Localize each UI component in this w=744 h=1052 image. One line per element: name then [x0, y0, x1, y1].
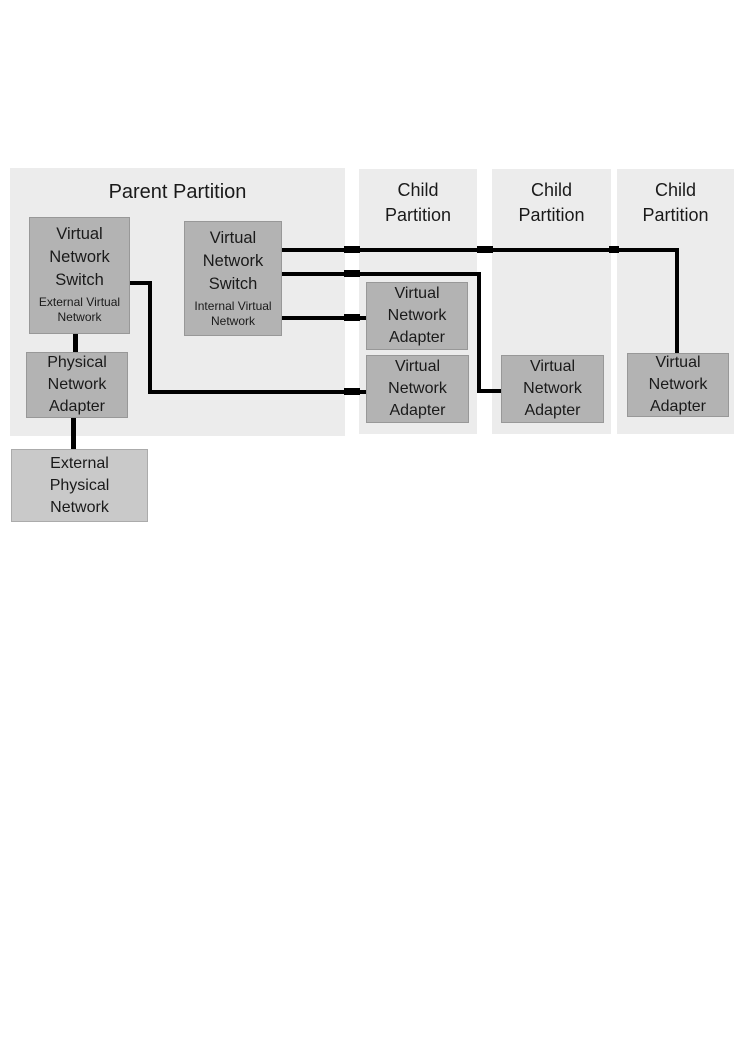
node-title: Virtual Network Switch [202, 229, 264, 293]
external-virtual-network-switch: Virtual Network Switch External Virtual … [29, 217, 130, 334]
connector-internal-switch-to-child2-vertical [477, 272, 481, 393]
connector-internal-switch-to-child1-top-adapter [282, 316, 367, 320]
virtual-network-adapter-child3: Virtual Network Adapter [627, 353, 729, 417]
virtual-network-adapter-child1-bottom: Virtual Network Adapter [366, 355, 469, 423]
connector-joint [344, 314, 360, 321]
connector-joint [344, 270, 360, 277]
physical-network-adapter: Physical Network Adapter [26, 352, 128, 418]
node-subtitle: External Virtual Network [38, 295, 121, 324]
node-title: Virtual Network Adapter [388, 358, 447, 419]
internal-virtual-network-switch: Virtual Network Switch Internal Virtual … [184, 221, 282, 336]
node-title: Virtual Network Switch [49, 225, 110, 289]
connector-external-switch-to-child1-bottom-adapter [148, 390, 367, 394]
node-subtitle: Internal Virtual Network [194, 299, 272, 328]
connector-external-switch-elbow-top [128, 281, 152, 285]
child-partition-3-title: Child Partition [642, 180, 709, 225]
connector-external-switch-elbow-vertical [148, 281, 152, 392]
connector-internal-switch-to-child3-vertical [675, 248, 679, 354]
connector-joint [344, 388, 360, 395]
node-title: Virtual Network Adapter [648, 354, 708, 415]
child-partition-1-title: Child Partition [384, 180, 452, 225]
external-physical-network: External Physical Network [11, 449, 148, 522]
connector-physical-adapter-to-external-network [71, 418, 76, 450]
parent-partition-title: Parent Partition [108, 181, 247, 203]
connector-external-switch-to-physical-adapter [73, 334, 78, 353]
connector-joint [477, 246, 493, 253]
node-title: External Physical Network [49, 454, 110, 516]
virtual-network-adapter-child2: Virtual Network Adapter [501, 355, 604, 423]
connector-joint [344, 246, 360, 253]
connector-joint [609, 246, 619, 253]
node-title: Physical Network Adapter [47, 354, 107, 415]
virtual-network-adapter-child1-top: Virtual Network Adapter [366, 282, 468, 350]
node-title: Virtual Network Adapter [387, 285, 447, 346]
child-partition-2-title: Child Partition [518, 180, 585, 225]
node-title: Virtual Network Adapter [523, 358, 582, 419]
connector-internal-switch-to-child2-stub [477, 389, 502, 393]
connector-internal-switch-to-child2-horizontal [282, 272, 481, 276]
